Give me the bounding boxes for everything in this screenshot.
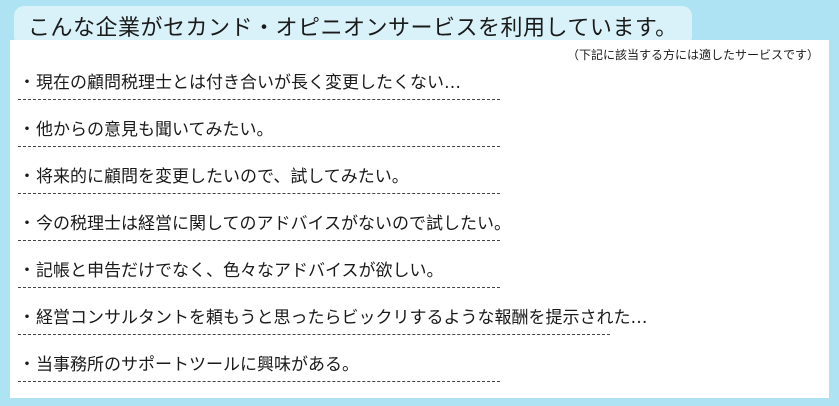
bullet: ・ bbox=[18, 73, 36, 93]
dashed-divider bbox=[18, 381, 500, 382]
bullet: ・ bbox=[18, 214, 36, 234]
dashed-divider bbox=[18, 99, 500, 100]
dashed-divider bbox=[18, 240, 500, 241]
dashed-divider bbox=[18, 193, 500, 194]
title-tab: こんな企業がセカンド・オピニオンサービスを利用しています。 bbox=[14, 6, 692, 46]
bullet: ・ bbox=[18, 120, 36, 140]
dashed-divider bbox=[18, 287, 500, 288]
content-panel: （下記に該当する方には適したサービスです） ・ 現在の顧問税理士とは付き合いが長… bbox=[10, 40, 829, 398]
list-item-text: 他からの意見も聞いてみたい。 bbox=[36, 120, 274, 140]
applicability-note: （下記に該当する方には適したサービスです） bbox=[566, 48, 819, 62]
list-item-text: 経営コンサルタントを頼もうと思ったらビックリするような報酬を提示された… bbox=[36, 308, 648, 328]
list-item-text: 当事務所のサポートツールに興味がある。 bbox=[36, 355, 359, 375]
list-item-text: 将来的に顧問を変更したいので、試してみたい。 bbox=[36, 167, 409, 187]
page-title: こんな企業がセカンド・オピニオンサービスを利用しています。 bbox=[28, 16, 678, 41]
list-item-text: 記帳と申告だけでなく、色々なアドバイスが欲しい。 bbox=[36, 261, 444, 281]
bullet: ・ bbox=[18, 261, 36, 281]
list-item-text: 現在の顧問税理士とは付き合いが長く変更したくない… bbox=[36, 73, 461, 93]
dashed-divider bbox=[18, 334, 610, 335]
dashed-divider bbox=[18, 146, 500, 147]
bullet: ・ bbox=[18, 167, 36, 187]
bullet: ・ bbox=[18, 308, 36, 328]
bullet: ・ bbox=[18, 355, 36, 375]
list-item-text: 今の税理士は経営に関してのアドバイスがないので試したい。 bbox=[36, 214, 511, 234]
